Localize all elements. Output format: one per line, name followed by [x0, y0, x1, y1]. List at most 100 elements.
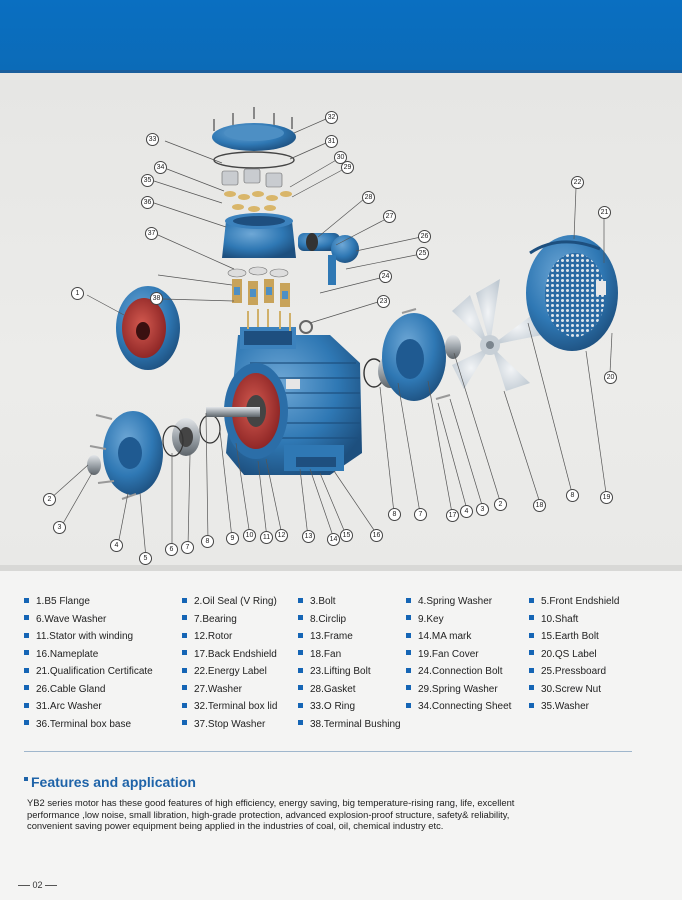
legend-label: 17.Back Endshield — [194, 648, 277, 660]
callout-15: 15 — [340, 529, 353, 542]
legend-item: 22.Energy Label — [182, 666, 267, 677]
motor-illustration — [49, 107, 618, 559]
callout-3: 3 — [53, 521, 66, 534]
legend-item: 1.B5 Flange — [24, 596, 90, 607]
legend-item: 10.Shaft — [529, 614, 578, 625]
callout-19: 19 — [600, 491, 613, 504]
legend-label: 12.Rotor — [194, 631, 233, 642]
legend-label: 19.Fan Cover — [418, 648, 479, 660]
legend-label: 25.Pressboard — [541, 666, 607, 677]
callout-9: 9 — [226, 532, 239, 545]
legend-item: 11.Stator with winding — [24, 631, 133, 642]
header-band — [0, 0, 682, 70]
legend-item: 17.Back Endshield — [182, 649, 277, 660]
callout-7: 7 — [181, 541, 194, 554]
bullet-square-icon — [182, 632, 187, 638]
callout-28: 28 — [362, 191, 375, 204]
bullet-square-icon — [182, 702, 187, 708]
legend-label: 18.Fan — [310, 648, 342, 660]
legend-item: 37.Stop Washer — [182, 719, 265, 730]
bullet-square-icon — [406, 702, 411, 708]
callout-30: 30 — [334, 151, 347, 164]
callout-3-right: 3 — [476, 503, 489, 516]
legend-label: 32.Terminal box lid — [194, 701, 278, 712]
callout-26: 26 — [418, 230, 431, 243]
bullet-square-icon — [182, 597, 187, 603]
motor-frame — [206, 309, 362, 475]
legend-item: 24.Connection Bolt — [406, 666, 503, 677]
legend-label: 21.Qualification Certificate — [36, 666, 153, 677]
callout-11: 11 — [260, 531, 273, 544]
cable-gland — [298, 233, 359, 285]
terminal-box-assembly — [212, 107, 359, 307]
features-title-text: Features and application — [31, 774, 196, 790]
legend-item: 38.Terminal Bushing — [298, 719, 401, 730]
bullet-square-icon — [182, 650, 187, 656]
dash-rule — [45, 885, 58, 887]
exploded-motor-diagram: 1 2 3 4 5 6 7 8 9 10 11 12 13 14 15 16 1… — [0, 73, 682, 565]
legend-item: 13.Frame — [298, 631, 353, 642]
horizontal-rule — [24, 751, 632, 752]
back-endshield — [363, 308, 461, 401]
legend-item: 3.Bolt — [298, 596, 336, 607]
features-line: convenient saving power equipment being … — [27, 820, 444, 832]
bullet-square-icon — [24, 685, 29, 691]
callout-8-right: 8 — [388, 508, 401, 521]
legend-item: 25.Pressboard — [529, 666, 606, 677]
callout-35-top: 35 — [141, 174, 154, 187]
callout-1: 1 — [71, 287, 84, 300]
legend-label: 14.MA mark — [418, 631, 472, 642]
bullet-square-icon — [298, 685, 303, 691]
bullet-square-icon — [406, 615, 411, 621]
page-number: 02 — [18, 880, 58, 890]
features-paragraph: YB2 series motor has these good features… — [27, 797, 637, 832]
callout-21: 21 — [598, 206, 611, 219]
legend-label: 10.Shaft — [541, 613, 579, 625]
legend-label: 9.Key — [418, 613, 444, 625]
callout-5: 5 — [139, 552, 152, 565]
legend-label: 31.Arc Washer — [36, 701, 102, 712]
bearing-front — [162, 414, 221, 457]
legend-item: 31.Arc Washer — [24, 701, 102, 712]
callout-14: 14 — [327, 533, 340, 546]
legend-row: 36.Terminal box base 37.Stop Washer 38.T… — [24, 719, 664, 737]
legend-row: 26.Cable Gland 27.Washer 28.Gasket 29.Sp… — [24, 684, 664, 702]
legend-item: 28.Gasket — [298, 684, 356, 695]
legend-label: 20.QS Label — [541, 648, 597, 660]
legend-label: 24.Connection Bolt — [418, 666, 503, 677]
legend-item: 36.Terminal box base — [24, 719, 131, 730]
legend-row: 21.Qualification Certificate 22.Energy L… — [24, 666, 664, 684]
legend-item: 4.Spring Washer — [406, 596, 492, 607]
callout-38: 38 — [150, 292, 163, 305]
legend-label: 16.Nameplate — [36, 648, 99, 660]
bullet-square-icon — [298, 720, 303, 726]
bullet-square-icon — [529, 702, 534, 708]
callout-2: 2 — [43, 493, 56, 506]
bullet-square-icon — [24, 632, 29, 638]
legend-item: 14.MA mark — [406, 631, 471, 642]
callout-32: 32 — [325, 111, 338, 124]
legend-label: 8.Circlip — [310, 613, 347, 625]
legend-label: 36.Terminal box base — [36, 718, 132, 730]
bullet-square-icon — [406, 632, 411, 638]
legend-label: 6.Wave Washer — [36, 613, 107, 625]
legend-item: 27.Washer — [182, 684, 242, 695]
terminal-bushings — [232, 279, 290, 307]
dash-rule — [18, 885, 30, 887]
callout-29: 29 — [341, 161, 354, 174]
callout-7-right: 7 — [414, 508, 427, 521]
b5-flange — [116, 286, 180, 370]
callout-24: 24 — [379, 270, 392, 283]
legend-item: 20.QS Label — [529, 649, 597, 660]
legend-item: 9.Key — [406, 614, 444, 625]
bullet-square-icon — [406, 597, 411, 603]
legend-label: 2.Oil Seal (V Ring) — [194, 596, 277, 607]
bullet-square-icon — [24, 650, 29, 656]
legend-label: 15.Earth Bolt — [541, 631, 599, 642]
legend-label: 13.Frame — [310, 631, 353, 642]
legend-row: 11.Stator with winding 12.Rotor 13.Frame… — [24, 631, 664, 649]
features-line: YB2 series motor has these good features… — [27, 797, 515, 808]
callout-23: 23 — [377, 295, 390, 308]
bullet-square-icon — [182, 667, 187, 673]
callout-4-right: 4 — [460, 505, 473, 518]
